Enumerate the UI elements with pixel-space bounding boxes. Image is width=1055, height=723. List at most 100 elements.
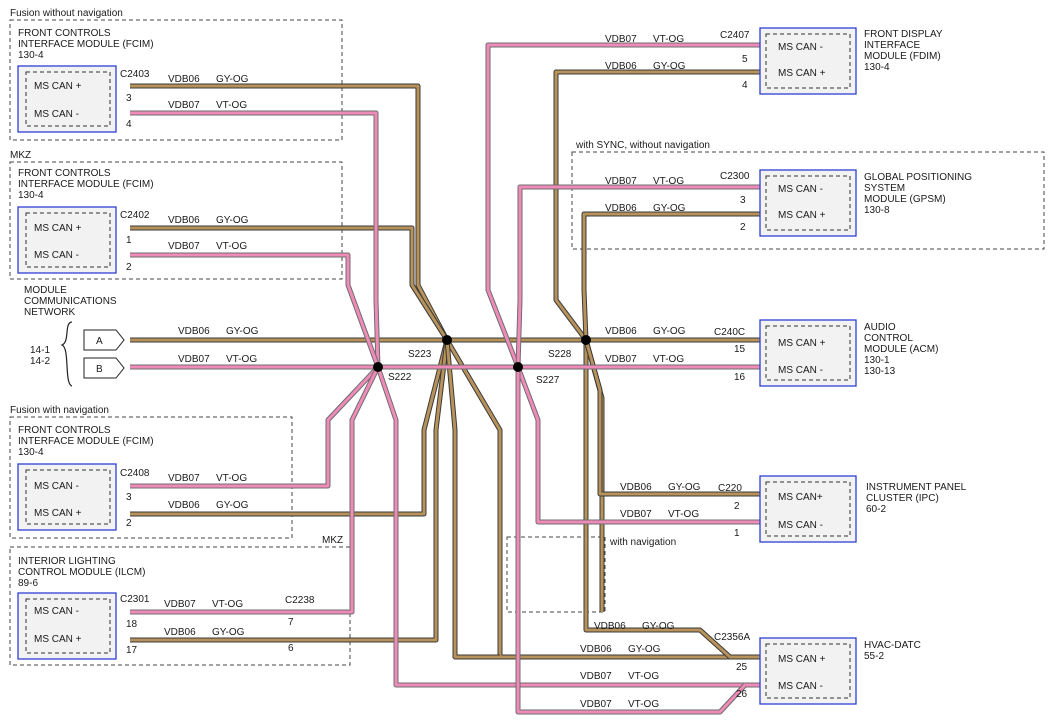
wire-vdb06-fcim1 — [130, 84, 449, 341]
wire-vdb07-ipc — [516, 366, 760, 524]
connector-id: C2402 — [120, 210, 150, 221]
pin-label: MS CAN + — [34, 81, 82, 92]
pin-number: 1 — [126, 235, 132, 246]
wire-vdb07-hvac-a — [376, 366, 760, 687]
module-name-line: INTERFACE MODULE (FCIM) — [18, 39, 154, 50]
module-name-line: INTERFACE MODULE (FCIM) — [18, 436, 154, 447]
wire-color-label: VT-OG — [216, 473, 247, 484]
module-name-line: 130-1 — [864, 355, 890, 366]
pin-number: 15 — [734, 344, 746, 355]
pin-number: 26 — [736, 689, 748, 700]
pin-label: MS CAN - — [778, 520, 823, 531]
circuit-label: VDB07 — [605, 354, 637, 365]
wire-color-label: GY-OG — [216, 215, 249, 226]
wire-vdb07-fcim3 — [130, 365, 380, 488]
wire-color-label: GY-OG — [653, 326, 686, 337]
module-name-line: SYSTEM — [864, 183, 905, 194]
wire-color-label: VT-OG — [668, 509, 699, 520]
pin-number: 3 — [126, 492, 132, 503]
pin-number: 17 — [126, 645, 138, 656]
pin-label: MS CAN - — [778, 365, 823, 376]
pin-label: MS CAN - — [34, 250, 79, 261]
module-box — [17, 65, 117, 133]
wire-color-label: GY-OG — [653, 203, 686, 214]
pin-label: MS CAN + — [34, 508, 82, 519]
module-name-line: 130-4 — [18, 447, 44, 458]
circuit-label: VDB06 — [605, 326, 637, 337]
splice-dot-s222 — [373, 362, 383, 372]
connector-id: C220 — [718, 483, 742, 494]
wire-color-label: VT-OG — [628, 699, 659, 710]
wire-vdb07-fcim2 — [130, 253, 380, 368]
group-box-fusion-nav — [9, 416, 293, 539]
wire-color-label: GY-OG — [642, 621, 675, 632]
wire-color-label: GY-OG — [226, 326, 259, 337]
network-ref: 14-2 — [30, 356, 50, 367]
wire-vdb06-gpsm-outline — [581, 211, 760, 341]
right-module-gpsm: MS CAN - MS CAN + GLOBAL POSITIONING SYS… — [720, 169, 972, 237]
pin-label: MS CAN - — [34, 481, 79, 492]
module-name-line: 89-6 — [18, 578, 38, 589]
circuit-label: VDB07 — [168, 473, 200, 484]
inline-connector-c2238: C2238 7 6 — [285, 595, 315, 654]
wire-vdb07-ilcm — [130, 366, 380, 614]
wire-vdb06-hvac-b — [445, 339, 500, 659]
group-box-sync-no-nav — [571, 151, 1045, 250]
wire-vdb07-fcim1 — [130, 111, 380, 368]
pin-number: 2 — [126, 518, 132, 529]
pin-number: 4 — [126, 119, 132, 130]
wire-color-label: VT-OG — [216, 241, 247, 252]
module-box — [17, 206, 117, 274]
pin-number: 25 — [736, 662, 748, 673]
circuit-label: VDB06 — [594, 621, 626, 632]
module-name-line: 130-13 — [864, 366, 896, 377]
pin-number: 4 — [742, 80, 748, 91]
module-name-line: FRONT DISPLAY — [864, 29, 943, 40]
module-name-line: MODULE (ACM) — [864, 344, 938, 355]
circuit-label: VDB06 — [605, 61, 637, 72]
module-box — [759, 319, 857, 387]
pin-number: 2 — [740, 222, 746, 233]
wire-vdb07-hvac-b — [516, 367, 747, 714]
module-inner-box — [25, 469, 111, 525]
module-inner-box — [25, 212, 111, 268]
module-name-line: MODULE (GPSM) — [864, 194, 946, 205]
circuit-label: VDB07 — [178, 354, 210, 365]
splices: S222 S223 S227 S228 — [373, 335, 591, 386]
network-ref: 14-1 — [30, 345, 50, 356]
pin-number: 3 — [740, 195, 746, 206]
circuit-label: VDB07 — [168, 100, 200, 111]
pin-number: 3 — [126, 93, 132, 104]
pin-number: 6 — [288, 643, 294, 654]
left-module-ilcm: INTERIOR LIGHTING CONTROL MODULE (ILCM) … — [17, 556, 150, 660]
group-title-mkz-top: MKZ — [10, 150, 31, 161]
splice-label: S222 — [388, 372, 412, 383]
module-box — [759, 637, 857, 705]
pin-label: MS CAN - — [778, 42, 823, 53]
module-name-line: HVAC-DATC — [864, 640, 921, 651]
wire-color-label: GY-OG — [216, 500, 249, 511]
module-name-line: 130-4 — [18, 190, 44, 201]
wire-vdb07-fdim — [486, 43, 760, 368]
network-title-line: COMMUNICATIONS — [24, 296, 117, 307]
circuit-label: VDB06 — [178, 326, 210, 337]
pin-number: 7 — [288, 617, 294, 628]
wire-vdb06-gpsm — [582, 212, 760, 341]
pin-label: MS CAN + — [778, 210, 826, 221]
circuit-label: VDB06 — [164, 627, 196, 638]
network-tag-b-icon — [83, 357, 125, 379]
wire-color-label: VT-OG — [653, 34, 684, 45]
module-inner-box — [25, 598, 111, 654]
wire-color-label: GY-OG — [653, 61, 686, 72]
splice-dot-s223 — [442, 335, 452, 345]
wire-color-label: VT-OG — [212, 599, 243, 610]
circuit-label: VDB06 — [605, 203, 637, 214]
wire-vdb06-hvac-a — [445, 339, 760, 659]
wire-vdb07-fcim3-outline — [130, 365, 380, 489]
module-name-line: AUDIO — [864, 322, 896, 333]
circuit-label: VDB07 — [164, 599, 196, 610]
left-module-fcim-2: FRONT CONTROLS INTERFACE MODULE (FCIM) 1… — [17, 168, 154, 274]
group-title-fusion-nav: Fusion with navigation — [10, 405, 109, 416]
module-name-line: FRONT CONTROLS — [18, 425, 111, 436]
group-title-mkz-ilcm: MKZ — [322, 535, 343, 546]
